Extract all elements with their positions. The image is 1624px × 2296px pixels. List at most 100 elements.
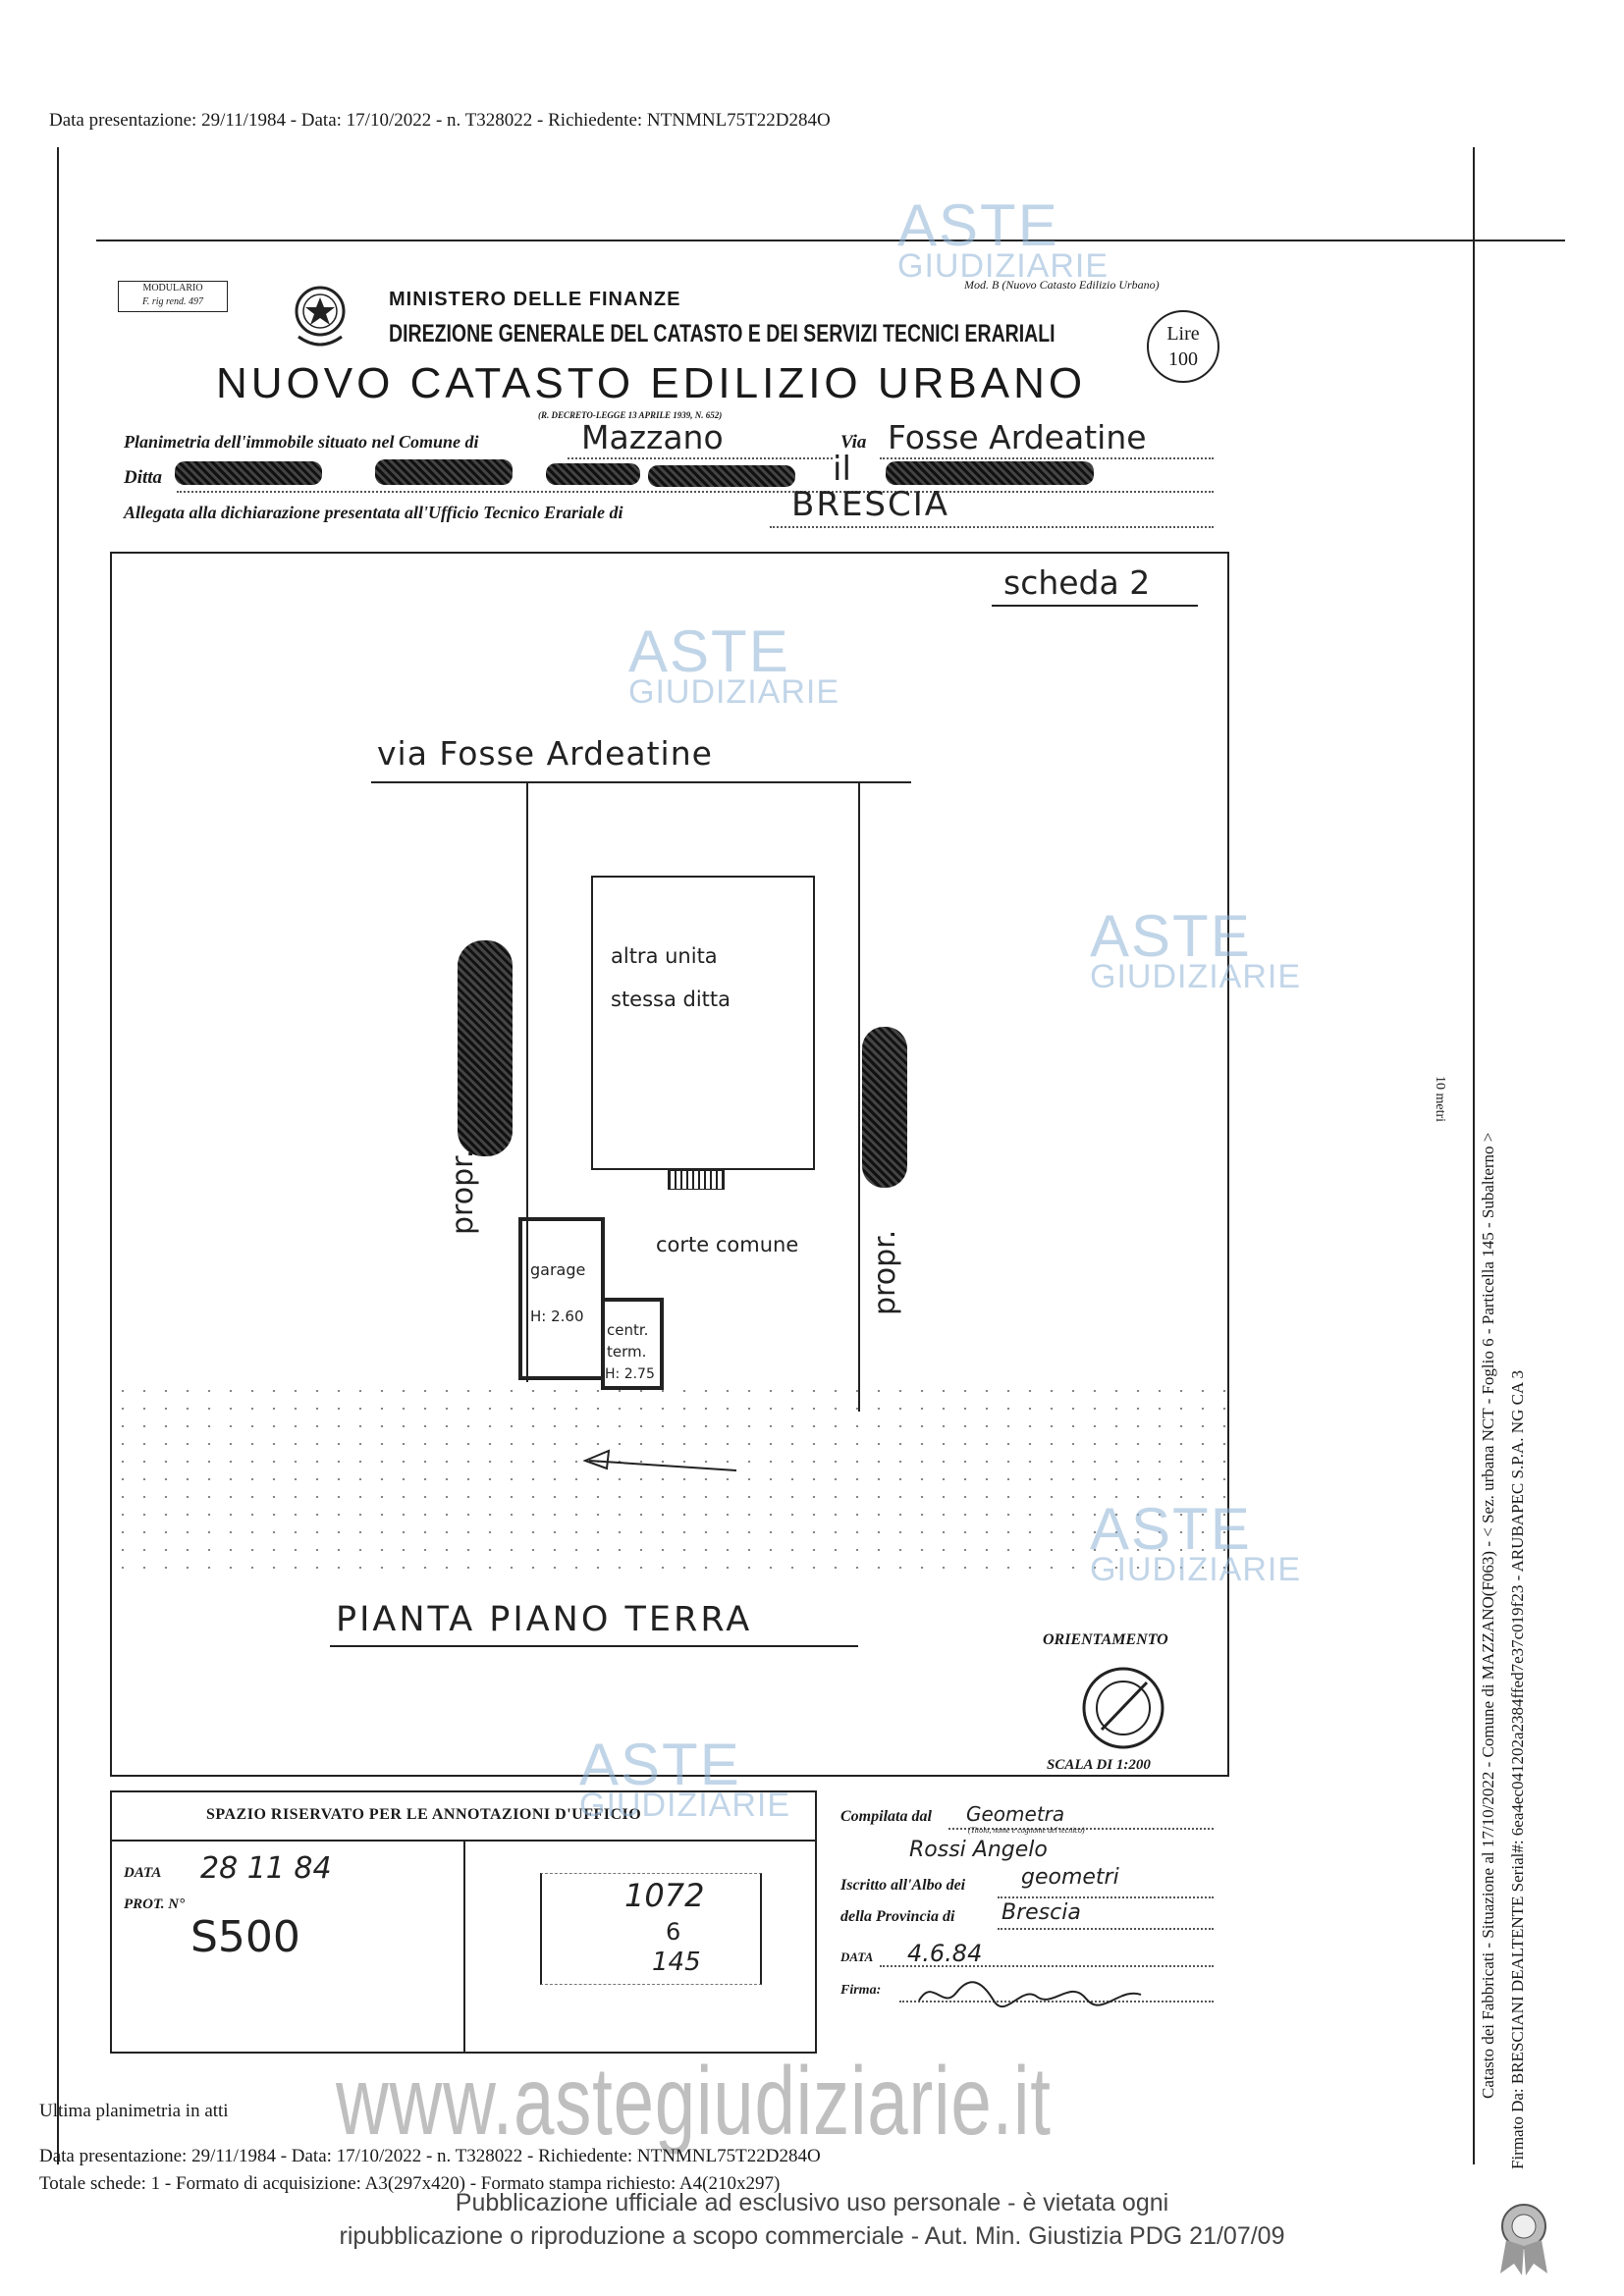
scheda-underline [992, 605, 1198, 607]
compiler-name: Rossi Angelo [909, 1838, 1048, 1862]
albo-dotline [998, 1896, 1214, 1898]
scheda-label: scheda 2 [1003, 563, 1151, 602]
compilata-dotline [948, 1828, 1214, 1830]
centrale-label-1: centr. [607, 1321, 649, 1339]
watermark-site: www.astegiudiziarie.it [336, 2047, 1052, 2155]
office-ref-2: 6 [666, 1918, 681, 1946]
entrance-steps [668, 1170, 725, 1190]
comune-value: Mazzano [581, 418, 724, 456]
arrow-left-icon [582, 1445, 740, 1480]
provincia-dotline [998, 1928, 1214, 1930]
plan-title: PIANTA PIANO TERRA [336, 1600, 753, 1639]
ditta-label: Ditta [124, 467, 163, 488]
ultima-planimetria: Ultima planimetria in atti [39, 2101, 229, 2121]
lire-label: Lire [1166, 323, 1200, 345]
top-presentation-line: Data presentazione: 29/11/1984 - Data: 1… [49, 110, 831, 131]
seal-icon [1492, 2195, 1555, 2277]
watermark-line1: ASTE [1090, 903, 1252, 969]
comune-dotline [568, 457, 833, 459]
compass-icon [1080, 1665, 1166, 1751]
ufficio-dotline [770, 526, 1214, 528]
top-border-line [96, 240, 1565, 241]
side-situation-text: Catasto dei Fabbricati - Situazione al 1… [1479, 1132, 1497, 2099]
notice-line-2: ripubblicazione o riproduzione a scopo c… [339, 2222, 1285, 2250]
office-data-label: DATA [124, 1865, 162, 1881]
via-label: Via [840, 432, 867, 453]
firma-label: Firma: [840, 1983, 882, 1998]
centrale-height: H: 2.75 [605, 1366, 655, 1382]
compiler-data-dotline [880, 1965, 1214, 1967]
other-unit-label-2: stessa ditta [611, 988, 731, 1011]
planimetria-label: Planimetria dell'immobile situato nel Co… [124, 432, 479, 452]
centrale-label-2: term. [607, 1343, 647, 1361]
other-unit-building [591, 876, 815, 1170]
plan-title-underline [330, 1645, 858, 1647]
notice-line-1: Pubblicazione ufficiale ad esclusivo uso… [455, 2189, 1169, 2216]
watermark-line2: GIUDIZIARIE [1090, 1551, 1302, 1588]
footer-formato-line: Totale schede: 1 - Formato di acquisizio… [39, 2173, 781, 2194]
office-ref-stamp [540, 1873, 762, 1985]
provincia-label: della Provincia di [840, 1908, 955, 1925]
side-scale-note: 10 metri [1433, 1076, 1447, 1123]
scale-label: SCALA DI 1:200 [1047, 1757, 1151, 1773]
model-reference: Mod. B (Nuovo Catasto Edilizio Urbano) [964, 278, 1160, 292]
albo-value: geometri [1021, 1865, 1119, 1890]
watermark-line2: GIUDIZIARIE [897, 247, 1110, 285]
office-prot-label: PROT. N° [124, 1896, 186, 1912]
office-ref-1: 1072 [624, 1877, 705, 1914]
redacted-name [375, 459, 513, 485]
redacted-name [648, 465, 795, 487]
direction-title: DIREZIONE GENERALE DEL CATASTO E DEI SER… [389, 320, 1056, 347]
watermark-line1: ASTE [1090, 1496, 1252, 1562]
road-area [112, 1382, 1227, 1569]
ufficio-value: BRESCIA [791, 485, 950, 524]
side-signature-text: Firmato Da: BRESCIANI DEALTENTE Serial#:… [1508, 1369, 1527, 2169]
garage-label: garage [530, 1260, 586, 1279]
watermark-line1: ASTE [579, 1732, 741, 1797]
office-data-value: 28 11 84 [200, 1851, 332, 1886]
via-value: Fosse Ardeatine [888, 418, 1147, 456]
redacted-name [546, 463, 640, 485]
property-right-boundary [858, 781, 860, 1412]
provincia-value: Brescia [1001, 1900, 1081, 1925]
watermark-line2: GIUDIZIARIE [628, 673, 840, 711]
watermark-line1: ASTE [628, 618, 790, 684]
office-ref-3: 145 [652, 1948, 701, 1977]
neighbor-hatch-left [458, 940, 513, 1156]
garage-height: H: 2.60 [530, 1308, 584, 1325]
watermark-line2: GIUDIZIARIE [1090, 958, 1302, 995]
ditta-suffix: il [833, 450, 851, 489]
decree-note: (R. DECRETO-LEGGE 13 APRILE 1939, N. 652… [538, 410, 723, 420]
main-title: NUOVO CATASTO EDILIZIO URBANO [216, 359, 1087, 407]
ditta-dotline [177, 491, 1214, 493]
propr-right-label: propr. [868, 1229, 902, 1315]
redacted-name [886, 461, 1094, 485]
property-left-boundary [526, 781, 528, 1382]
left-border-line [57, 147, 59, 2164]
republic-emblem-icon [291, 278, 350, 354]
signature-icon [913, 1971, 1149, 2014]
right-border-line [1473, 147, 1475, 2164]
modulario-code: F. rig rend. 497 [142, 296, 203, 307]
orientation-label: ORIENTAMENTO [1043, 1631, 1168, 1648]
footer-presentation-line: Data presentazione: 29/11/1984 - Data: 1… [39, 2146, 821, 2166]
office-prot-value: S500 [190, 1912, 300, 1962]
modulario-box: MODULARIO F. rig rend. 497 [118, 281, 228, 312]
plan-frame [110, 552, 1229, 1777]
other-unit-label-1: altra unita [611, 944, 718, 968]
via-dotline [880, 457, 1214, 459]
modulario-label: MODULARIO [142, 283, 203, 294]
compiler-data-label: DATA [840, 1949, 874, 1964]
neighbor-hatch-right [862, 1027, 907, 1188]
propr-left-label: propr. [446, 1148, 480, 1235]
ministry-title: MINISTERO DELLE FINANZE [389, 289, 681, 310]
lire-value: 100 [1168, 348, 1198, 370]
corte-comune-label: corte comune [656, 1233, 799, 1256]
watermark-line1: ASTE [897, 192, 1059, 258]
allegata-label: Allegata alla dichiarazione presentata a… [124, 503, 623, 522]
